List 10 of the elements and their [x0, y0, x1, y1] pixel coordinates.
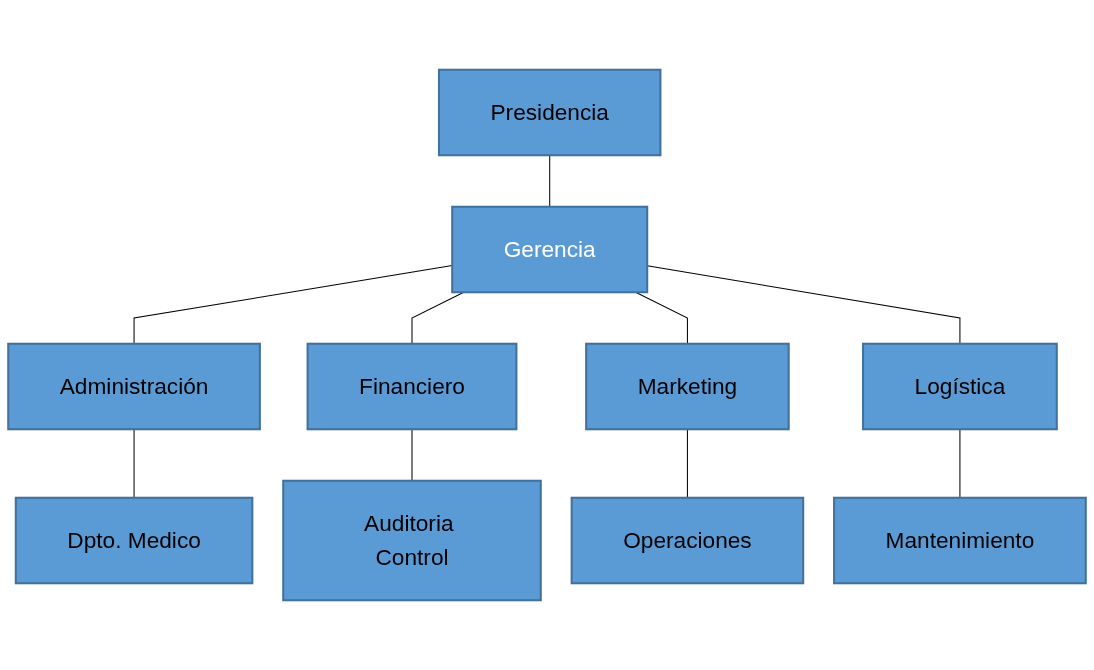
node-box: Presidencia	[437, 68, 662, 157]
node-box: Gerencia	[451, 205, 649, 294]
node-box: Logística	[862, 342, 1058, 431]
node-box: Administración	[7, 342, 261, 431]
node-box: Mantenimiento	[833, 496, 1087, 585]
node-box: Financiero	[306, 342, 518, 431]
node-box: Operaciones	[570, 496, 805, 585]
node-box: Auditoria Control	[282, 479, 542, 602]
node-box: Dpto. Medico	[14, 496, 254, 585]
node-box: Marketing	[585, 342, 790, 431]
